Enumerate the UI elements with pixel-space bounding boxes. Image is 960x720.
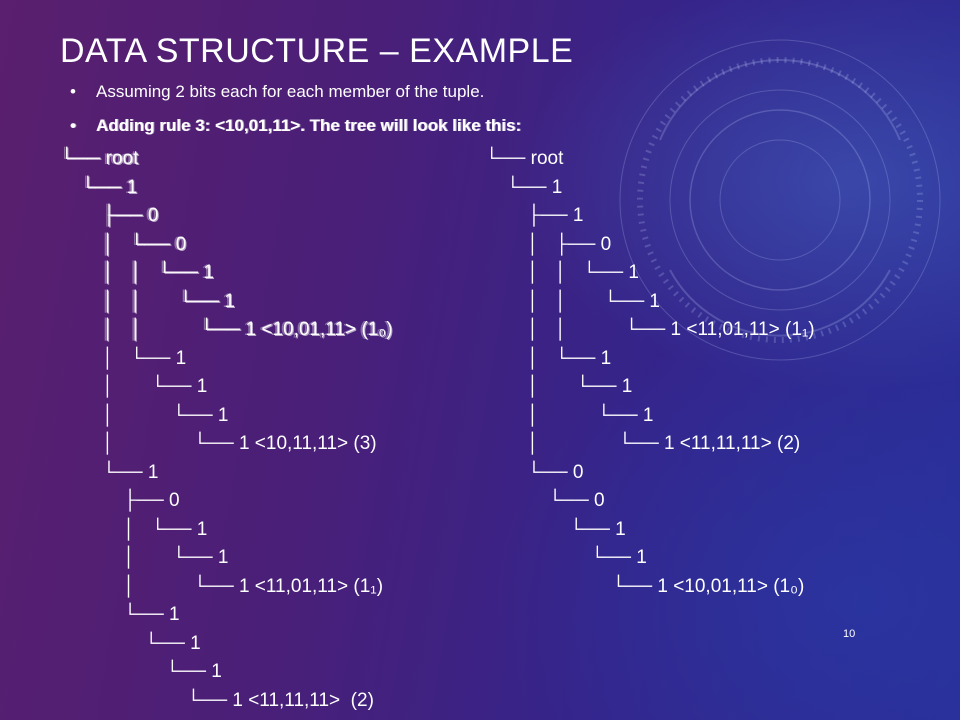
tree-node-line: │ └── 1 [485,347,612,369]
tree-node-line: └── 1 [60,661,222,682]
tree-node-line: └── 1 [60,176,138,198]
tree-node-line: └── 1 [60,604,180,625]
tree-node-line: └── 1 <11,11,11> (2) [60,689,374,711]
tree-node-line: └── 1 [60,461,159,483]
tree-node-line: │ │ └── 1 [60,262,214,283]
slide-title: DATA STRUCTURE – EXAMPLE [60,32,574,70]
tree-node-line: │ │ └── 1 [485,262,639,283]
left-tree-diagram: └── root └── 1 ├── 0 │ └── 0 │ │ └── 1 │… [60,145,393,715]
bullet-item: Assuming 2 bits each for each member of … [70,80,521,104]
tree-node-line: │ └── 1 [485,404,654,426]
bullet-list: Assuming 2 bits each for each member of … [70,80,521,148]
tree-node-line: │ └── 1 [60,404,229,426]
tree-node-line: │ └── 1 <10,11,11> (3) [60,433,377,454]
tree-node-line: │ │ └── 1 [60,290,235,312]
tree-node-line: └── 0 [485,490,605,511]
tree-node-line: │ └── 1 [485,376,633,397]
tree-node-line: │ │ └── 1 <11,01,11> (1₁) [485,319,815,340]
tree-node-line: └── 1 [485,518,626,540]
tree-node-line: └── 1 [485,547,647,568]
tree-node-line: └── root [60,148,139,169]
tree-node-line: └── root [485,148,564,169]
tree-node-line: │ └── 1 [60,547,229,568]
tree-node-line: │ └── 1 [60,376,208,397]
tree-node-line: │ └── 1 <11,01,11> (1₁) [60,575,384,597]
tree-node-line: └── 0 [485,461,584,483]
tree-node-line: ├── 0 [60,205,159,226]
tree-node-line: │ ├── 0 [485,233,612,255]
page-number: 10 [843,628,856,640]
tree-node-line: ├── 0 [60,490,180,511]
tree-node-line: │ │ └── 1 <10,01,11> (1₀) [60,319,393,340]
bullet-item: Adding rule 3: <10,01,11>. The tree will… [70,114,521,138]
tree-node-line: └── 1 [485,176,563,198]
tree-node-line: │ └── 1 [60,347,187,369]
tree-node-line: └── 1 [60,632,201,654]
right-tree-diagram: └── root └── 1 ├── 1 │ ├── 0 │ │ └── 1 │… [485,145,815,601]
tree-node-line: │ │ └── 1 [485,290,660,312]
tree-node-line: │ └── 1 <11,11,11> (2) [485,433,801,454]
tree-node-line: │ └── 0 [60,233,187,255]
tree-node-line: ├── 1 [485,205,584,226]
tree-node-line: │ └── 1 [60,518,208,540]
tree-node-line: └── 1 <10,01,11> (1₀) [485,575,805,597]
